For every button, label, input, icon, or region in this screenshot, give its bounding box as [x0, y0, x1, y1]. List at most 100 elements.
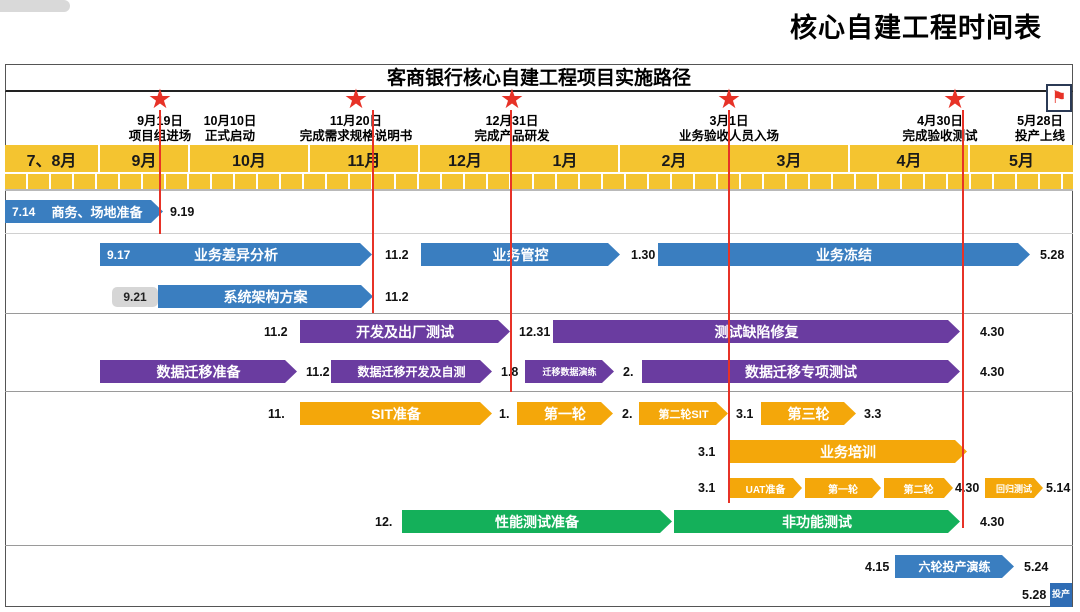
date-label: 5.28 [1040, 248, 1065, 262]
bar-golive-drill: 六轮投产演练 [895, 555, 1014, 578]
date-label: 2. [622, 407, 633, 421]
bar-migration-prep: 数据迁移准备 [100, 360, 297, 383]
month-cell: 11月 [310, 145, 420, 172]
milestone-line-3-1 [728, 110, 730, 503]
bar-label: 第一轮 [828, 484, 858, 496]
date-label: 4.30 [955, 481, 980, 495]
date-label: 3.3 [864, 407, 882, 421]
bar-dev-factory-test: 开发及出厂测试 [300, 320, 510, 343]
bar-start-date: 7.14 [12, 204, 36, 219]
month-cell: 5月 [1009, 152, 1034, 170]
bar-label: 业务差异分析 [194, 246, 278, 263]
bar-business-control: 业务管控 [421, 243, 620, 266]
bar-label: 第一轮 [544, 405, 586, 422]
section-divider [5, 391, 1073, 392]
start-box: 9.21 [112, 287, 158, 307]
date-label: 11.2 [264, 325, 288, 339]
milestone-star-icon: ★ [716, 84, 742, 114]
month-cell: 3月 [730, 145, 850, 172]
bar-migration-special-test: 数据迁移专项测试 [642, 360, 960, 383]
bar-business-gap-analysis: 9.17 业务差异分析 [100, 243, 372, 266]
date-label: 1.30 [631, 248, 656, 262]
date-label: 5.24 [1024, 560, 1049, 574]
golive-marker: 投产 [1050, 583, 1072, 607]
bar-label: 开发及出厂测试 [356, 323, 454, 340]
date-label: 1.8 [501, 365, 518, 379]
milestone-line-9-19 [159, 110, 161, 234]
bar-label: 非功能测试 [782, 513, 852, 530]
milestone-label: 完成需求规格说明书 [299, 129, 413, 143]
date-label: 11.2 [385, 290, 409, 304]
bar-defect-fix: 测试缺陷修复 [553, 320, 960, 343]
milestone-line-12-31 [510, 110, 512, 392]
date-label: 2. [623, 365, 634, 379]
date-label: 3.1 [736, 407, 754, 421]
date-label: 3.1 [698, 445, 716, 459]
date-label: 11.2 [306, 365, 330, 379]
date-label: 3.1 [698, 481, 716, 495]
date-label: 4.30 [980, 325, 1005, 339]
bar-label: 第二轮 [903, 484, 934, 496]
bar-label: 测试缺陷修复 [714, 323, 799, 340]
bar-label: 数据迁移开发及自测 [357, 365, 466, 379]
milestone-label: 正式启动 [204, 129, 255, 143]
bar-business-training: 业务培训 [729, 440, 967, 463]
bar-label: 数据迁移专项测试 [745, 363, 857, 380]
date-label: 4.15 [865, 560, 890, 574]
milestone: 12月31日 完成产品研发 [474, 114, 549, 144]
bar-label: 回归测试 [995, 483, 1032, 494]
milestone: 10月10日 正式启动 [204, 114, 257, 144]
bar-label: 数据迁移准备 [156, 363, 241, 380]
bar-label: 系统架构方案 [223, 288, 308, 305]
section-divider [5, 313, 1073, 314]
milestone-date: 10月10日 [203, 114, 257, 128]
bar-sit-round1: 第一轮 [517, 402, 613, 425]
date-label: 11.2 [385, 248, 409, 262]
date-label: 12.31 [519, 325, 551, 339]
bar-uat-round2: 第二轮 [884, 478, 953, 498]
section-divider [5, 545, 1073, 546]
milestone-star-icon: ★ [147, 84, 173, 114]
milestone-star-icon: ★ [343, 84, 369, 114]
bar-label: 业务冻结 [816, 246, 872, 263]
date-label: 1. [499, 407, 510, 421]
page-title: 核心自建工程时间表 [790, 13, 1042, 43]
section-divider [5, 233, 1073, 234]
date-label: 9.19 [170, 205, 195, 219]
month-cell: 12月 [420, 145, 512, 172]
bar-start-date: 9.17 [107, 247, 131, 262]
milestone: 4月30日 完成验收测试 [902, 114, 977, 144]
bar-label: 商务、场地准备 [51, 205, 143, 220]
bar-regression-test: 回归测试 [985, 478, 1043, 498]
bar-migration-dev-selftest: 数据迁移开发及自测 [331, 360, 492, 383]
milestone-star-icon: ★ [942, 84, 968, 114]
milestone-date: 4月30日 [917, 114, 963, 128]
milestone-line-11-20 [372, 110, 374, 313]
bar-label: UAT准备 [745, 484, 786, 496]
milestone-line-4-30 [962, 110, 964, 528]
bar-nonfunctional-test: 非功能测试 [674, 510, 960, 533]
month-cell: 9月 [100, 145, 190, 172]
date-label: 4.30 [980, 515, 1005, 529]
chart-title: 客商银行核心自建工程项目实施路径 [5, 64, 1073, 92]
bar-label: SIT准备 [371, 405, 421, 422]
bar-uat-round1: 第一轮 [805, 478, 881, 498]
bar-label: 六轮投产演练 [918, 560, 991, 574]
bar-business-freeze: 业务冻结 [658, 243, 1030, 266]
month-cell: 10月 [190, 145, 310, 172]
milestone-date: 5月28日 [1017, 114, 1063, 128]
milestone-label: 投产上线 [1014, 129, 1066, 143]
month-header-row: 7、8月 9月 10月 11月 12月 1月 2月 3月 4月 5月 [5, 145, 1073, 172]
bar-sit-prep: SIT准备 [300, 402, 492, 425]
date-label: 11. [268, 407, 285, 421]
bar-label: 业务培训 [820, 443, 876, 460]
milestone: 5月28日 投产上线 [1015, 114, 1065, 144]
bar-migration-rehearsal: 迁移数据演练 [525, 360, 614, 383]
milestone-date: 12月31日 [474, 114, 549, 129]
milestone: 11月20日 完成需求规格说明书 [300, 114, 413, 144]
bar-label: 第二轮SIT [658, 408, 709, 421]
flag-icon: ⚑ [1046, 84, 1072, 112]
milestone-star-icon: ★ [499, 84, 525, 114]
bar-uat-prep: UAT准备 [729, 478, 802, 498]
bar-label: 迁移数据演练 [542, 367, 597, 377]
